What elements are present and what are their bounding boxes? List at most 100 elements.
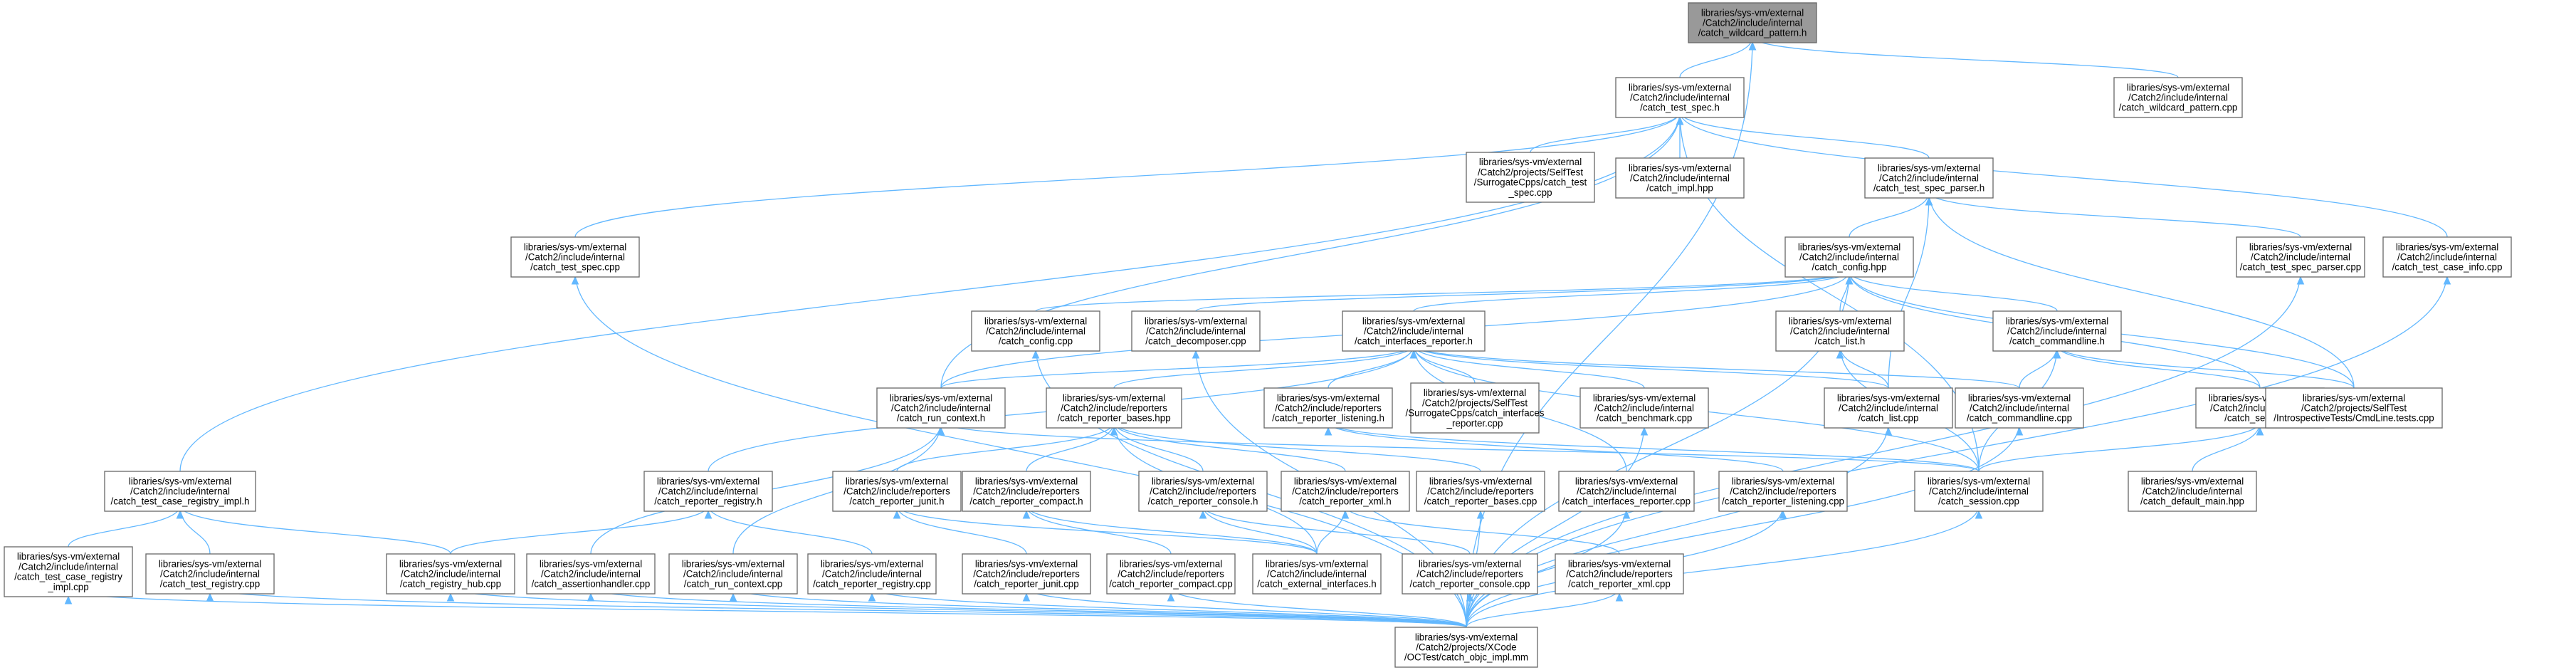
node-label-line: /Catch2/include/internal: [986, 326, 1085, 337]
node-box: [1992, 310, 2122, 352]
graph-node-decomposer-cpp[interactable]: libraries/sys-vm/external/Catch2/include…: [1131, 310, 1261, 352]
graph-node-reporter-bases-hpp[interactable]: libraries/sys-vm/external/Catch2/include…: [1046, 387, 1182, 429]
edge-line: [1195, 271, 1850, 312]
graph-node-config-cpp[interactable]: libraries/sys-vm/external/Catch2/include…: [971, 310, 1100, 352]
edge-line: [68, 590, 1467, 628]
node-box: [1615, 77, 1745, 118]
node-label-line: libraries/sys-vm/external: [657, 476, 759, 486]
node-box: [1252, 553, 1382, 595]
edge-line: [1316, 505, 1346, 555]
graph-node-session-cpp[interactable]: libraries/sys-vm/external/Catch2/include…: [1914, 471, 2044, 512]
arrowhead-icon: [893, 510, 901, 519]
graph-node-reporter-compact-cpp[interactable]: libraries/sys-vm/external/Catch2/include…: [1106, 553, 1236, 595]
node-label-line: libraries/sys-vm/external: [984, 315, 1087, 326]
graph-node-test-registry-cpp[interactable]: libraries/sys-vm/external/Catch2/include…: [145, 553, 275, 595]
node-box: [2128, 471, 2257, 512]
edge-line: [708, 505, 873, 555]
graph-node-reporter-junit-cpp[interactable]: libraries/sys-vm/external/Catch2/include…: [962, 553, 1091, 595]
graph-node-surrogate-interfaces-reporter[interactable]: libraries/sys-vm/external/Catch2/project…: [1405, 382, 1545, 434]
graph-node-run-context-h[interactable]: libraries/sys-vm/external/Catch2/include…: [876, 387, 1006, 429]
graph-node-registry-hub-cpp[interactable]: libraries/sys-vm/external/Catch2/include…: [386, 553, 515, 595]
node-label-line: /Catch2/include/internal: [1630, 93, 1730, 103]
edge-line: [896, 505, 1318, 555]
node-label-line: /catch_reporter_registry.h: [654, 496, 762, 507]
node-label-line: libraries/sys-vm/external: [2396, 241, 2498, 252]
arrowhead-icon: [2015, 426, 2024, 436]
edge-line: [1530, 111, 1681, 153]
graph-node-objc-impl-mm[interactable]: libraries/sys-vm/external/Catch2/project…: [1394, 627, 1538, 668]
edge-line: [1466, 587, 1620, 628]
node-label-line: /catch_reporter_console.cpp: [1410, 579, 1530, 590]
graph-node-reporter-listening-cpp[interactable]: libraries/sys-vm/external/Catch2/include…: [1718, 471, 1848, 512]
edge-line: [179, 505, 211, 555]
dependency-edge: [1466, 505, 1983, 628]
graph-node-assertionhandler-cpp[interactable]: libraries/sys-vm/external/Catch2/include…: [526, 553, 656, 595]
graph-node-reporter-registry-h[interactable]: libraries/sys-vm/external/Catch2/include…: [643, 471, 773, 512]
edge-line: [450, 505, 709, 555]
graph-node-surrogate-test-spec[interactable]: libraries/sys-vm/external/Catch2/project…: [1466, 152, 1595, 203]
graph-node-test-spec-cpp[interactable]: libraries/sys-vm/external/Catch2/include…: [510, 236, 640, 278]
graph-node-list-h[interactable]: libraries/sys-vm/external/Catch2/include…: [1775, 310, 1905, 352]
graph-node-config-hpp[interactable]: libraries/sys-vm/external/Catch2/include…: [1784, 236, 1914, 278]
node-label-line: /Catch2/include/internal: [401, 569, 500, 580]
graph-node-wildcard-h[interactable]: libraries/sys-vm/external/Catch2/include…: [1688, 2, 1817, 43]
node-label-line: libraries/sys-vm/external: [1798, 241, 1901, 252]
edge-line: [1466, 36, 1753, 628]
graph-node-test-spec-h[interactable]: libraries/sys-vm/external/Catch2/include…: [1615, 77, 1745, 118]
node-box: [1688, 2, 1817, 43]
graph-node-run-context-cpp[interactable]: libraries/sys-vm/external/Catch2/include…: [668, 553, 798, 595]
graph-node-reporter-console-h[interactable]: libraries/sys-vm/external/Catch2/include…: [1138, 471, 1268, 512]
dependency-edge: [1110, 422, 1346, 472]
node-box: [1914, 471, 2044, 512]
arrowhead-icon: [2256, 426, 2264, 436]
graph-node-interfaces-reporter-h[interactable]: libraries/sys-vm/external/Catch2/include…: [1342, 310, 1486, 352]
node-label-line: /Catch2/include/internal: [1577, 486, 1676, 497]
node-label-line: libraries/sys-vm/external: [2141, 476, 2244, 486]
arrowhead-icon: [571, 276, 579, 285]
graph-node-impl-hpp[interactable]: libraries/sys-vm/external/Catch2/include…: [1615, 157, 1745, 199]
graph-node-commandline-h[interactable]: libraries/sys-vm/external/Catch2/include…: [1992, 310, 2122, 352]
node-label-line: /catch_wildcard_pattern.h: [1698, 28, 1807, 38]
graph-node-reporter-xml-h[interactable]: libraries/sys-vm/external/Catch2/include…: [1281, 471, 1410, 512]
graph-node-reporter-registry-cpp[interactable]: libraries/sys-vm/external/Catch2/include…: [807, 553, 937, 595]
node-label-line: libraries/sys-vm/external: [1629, 162, 1731, 173]
node-label-line: /Catch2/include/reporters: [1416, 569, 1523, 580]
graph-node-reporter-bases-cpp[interactable]: libraries/sys-vm/external/Catch2/include…: [1416, 471, 1545, 512]
dependency-edge: [1167, 587, 1467, 628]
graph-node-interfaces-reporter-cpp[interactable]: libraries/sys-vm/external/Catch2/include…: [1558, 471, 1695, 512]
graph-node-reporter-xml-cpp[interactable]: libraries/sys-vm/external/Catch2/include…: [1555, 553, 1684, 595]
graph-node-cmdline-tests[interactable]: libraries/sys-vm/external/Catch2/project…: [2265, 387, 2443, 429]
graph-node-benchmark-cpp[interactable]: libraries/sys-vm/external/Catch2/include…: [1579, 387, 1709, 429]
graph-node-test-case-info-cpp[interactable]: libraries/sys-vm/external/Catch2/include…: [2382, 236, 2512, 278]
node-box: [1410, 382, 1540, 434]
node-label-line: _spec.cpp: [1508, 187, 1552, 198]
graph-node-test-case-registry-impl-cpp[interactable]: libraries/sys-vm/external/Catch2/include…: [4, 546, 133, 597]
graph-node-wildcard-cpp[interactable]: libraries/sys-vm/external/Catch2/include…: [2113, 77, 2243, 118]
node-label-line: /Catch2/include/reporters: [1730, 486, 1836, 497]
node-label-line: /Catch2/include/internal: [1703, 18, 1802, 28]
node-label-line: /Catch2/include/internal: [2007, 326, 2107, 337]
graph-node-commandline-cpp[interactable]: libraries/sys-vm/external/Catch2/include…: [1955, 387, 2084, 429]
node-label-line: /IntrospectiveTests/CmdLine.tests.cpp: [2273, 413, 2434, 424]
edge-line: [1328, 422, 1980, 472]
node-box: [1558, 471, 1695, 512]
graph-node-external-interfaces-h[interactable]: libraries/sys-vm/external/Catch2/include…: [1252, 553, 1382, 595]
arrowhead-icon: [729, 592, 737, 602]
graph-node-default-main-hpp[interactable]: libraries/sys-vm/external/Catch2/include…: [2128, 471, 2257, 512]
graph-node-test-spec-parser-cpp[interactable]: libraries/sys-vm/external/Catch2/include…: [2236, 236, 2365, 278]
graph-node-test-case-registry-impl-h[interactable]: libraries/sys-vm/external/Catch2/include…: [104, 471, 256, 512]
node-label-line: /Catch2/include/internal: [891, 403, 991, 414]
graph-node-reporter-compact-h[interactable]: libraries/sys-vm/external/Catch2/include…: [962, 471, 1091, 512]
graph-node-reporter-junit-h[interactable]: libraries/sys-vm/external/Catch2/include…: [832, 471, 962, 512]
arrowhead-icon: [1975, 510, 1983, 519]
node-label-line: libraries/sys-vm/external: [1120, 558, 1222, 569]
node-box: [104, 471, 256, 512]
graph-node-reporter-listening-h[interactable]: libraries/sys-vm/external/Catch2/include…: [1263, 387, 1393, 429]
node-label-line: /catch_interfaces_reporter.h: [1355, 336, 1473, 347]
node-box: [4, 546, 133, 597]
graph-node-reporter-console-cpp[interactable]: libraries/sys-vm/external/Catch2/include…: [1402, 553, 1538, 595]
graph-node-list-cpp[interactable]: libraries/sys-vm/external/Catch2/include…: [1824, 387, 1953, 429]
node-label-line: /catch_decomposer.cpp: [1145, 336, 1246, 347]
graph-node-test-spec-parser-h[interactable]: libraries/sys-vm/external/Catch2/include…: [1864, 157, 1994, 199]
